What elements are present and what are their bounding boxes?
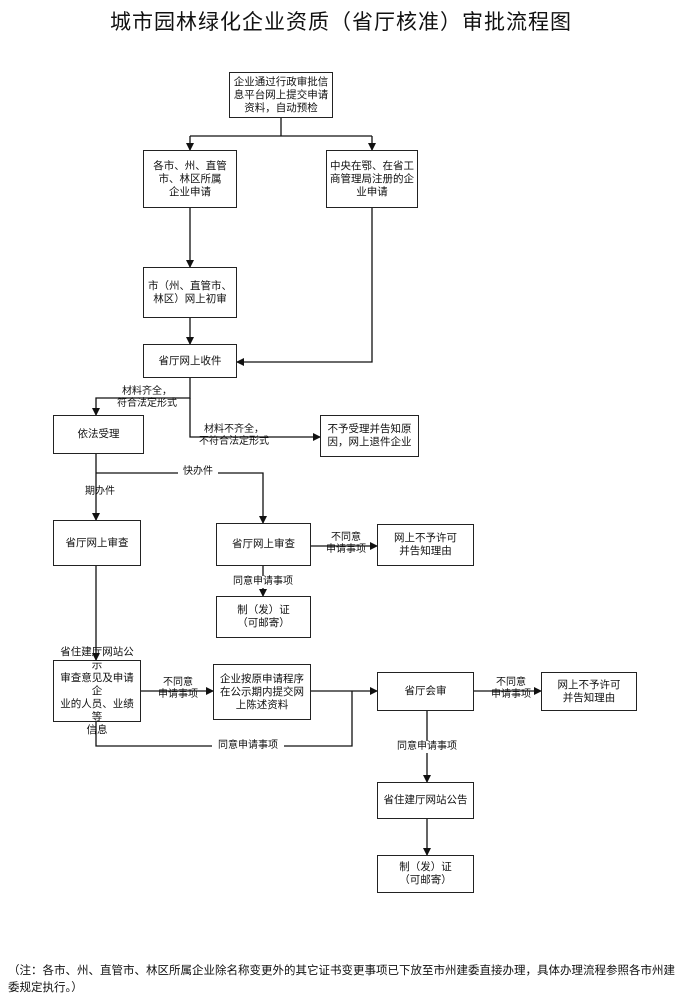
node-city-review: 市（州、直管市、 林区）网上初审 [143,267,237,318]
arrow-to-accept [92,378,191,416]
footnote: （注：各市、州、直管市、林区所属企业除名称变更外的其它证书变更事项已下放至市州建… [8,963,675,994]
page-title: 城市园林绿化企业资质（省厅核准）审批流程图 [110,10,572,34]
label-disagree-3: 不同意 申请事项 [491,677,531,700]
node-local-apply: 各市、州、直管 市、林区所属 企业申请 [143,150,237,208]
node-review-right: 省厅网上审查 [216,523,311,566]
label-disagree-1: 不同意 申请事项 [326,532,366,555]
node-resubmit: 企业按原申请程序 在公示期内提交网 上陈述资料 [213,664,311,720]
node-announce: 省住建厅网站公告 [377,782,474,819]
node-reject-notice: 不予受理并告知原 因，网上退件企业 [320,415,419,457]
arrow-to-review-right [96,472,267,524]
arrow-central-to-receive [236,208,373,366]
label-agree-3: 同意申请事项 [391,741,463,753]
node-review-left: 省厅网上审查 [53,520,141,566]
label-agree-2: 同意申请事项 [212,740,284,752]
node-start: 企业通过行政审批信 息平台网上提交申请 资料，自动预检 [229,72,333,118]
label-disagree-2: 不同意 申请事项 [158,677,198,700]
label-fast: 快办件 [178,466,218,478]
arrow-to-reject-notice [189,398,321,441]
node-receive: 省厅网上收件 [143,344,237,378]
label-normal: 期办件 [85,486,115,497]
node-cert-right: 制（发）证 （可邮寄） [216,596,311,638]
label-incomplete: 材料不齐全， 不符合法定形式 [199,424,269,447]
node-publicize: 省住建厅网站公示 审查意见及申请企 业的人员、业绩等 信息 [53,646,141,736]
node-joint-review: 省厅会审 [377,672,474,711]
label-agree-1: 同意申请事项 [227,576,299,588]
node-cert-final: 制（发）证 （可邮寄） [377,855,474,893]
node-central-apply: 中央在鄂、在省工 商管理局注册的企 业申请 [326,150,418,208]
node-accept: 依法受理 [53,415,144,454]
node-deny-right: 网上不予许可 并告知理由 [377,524,474,566]
label-complete: 材料齐全， 符合法定形式 [117,386,177,409]
node-deny-final: 网上不予许可 并告知理由 [541,672,637,711]
